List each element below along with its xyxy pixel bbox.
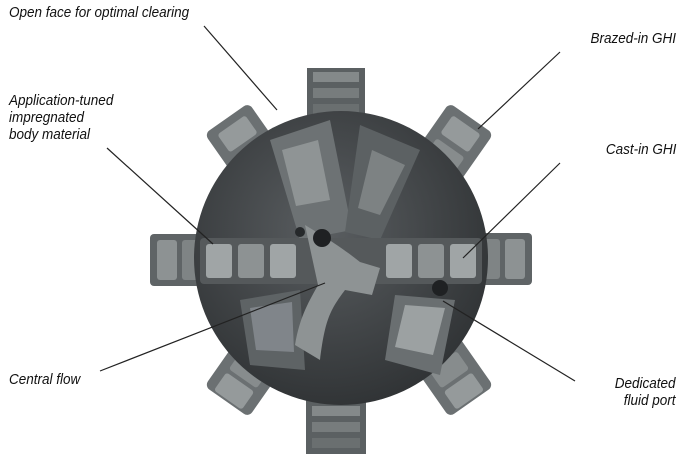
- callout-open-face: Open face for optimal clearing: [9, 4, 189, 21]
- leader-application-tuned: [107, 148, 213, 244]
- callout-central-flow: Central flow: [9, 371, 80, 388]
- leader-open-face: [204, 26, 277, 110]
- bottom-shank: [306, 400, 366, 454]
- leader-brazed-in: [478, 52, 560, 129]
- callout-dedicated-fluid-port: Dedicated fluid port: [615, 375, 676, 409]
- callout-brazed-in-ghi: Brazed-in GHI: [590, 30, 676, 47]
- callout-application-tuned-material: Application-tuned impregnated body mater…: [9, 92, 113, 143]
- callout-cast-in-ghi: Cast-in GHI: [605, 141, 676, 158]
